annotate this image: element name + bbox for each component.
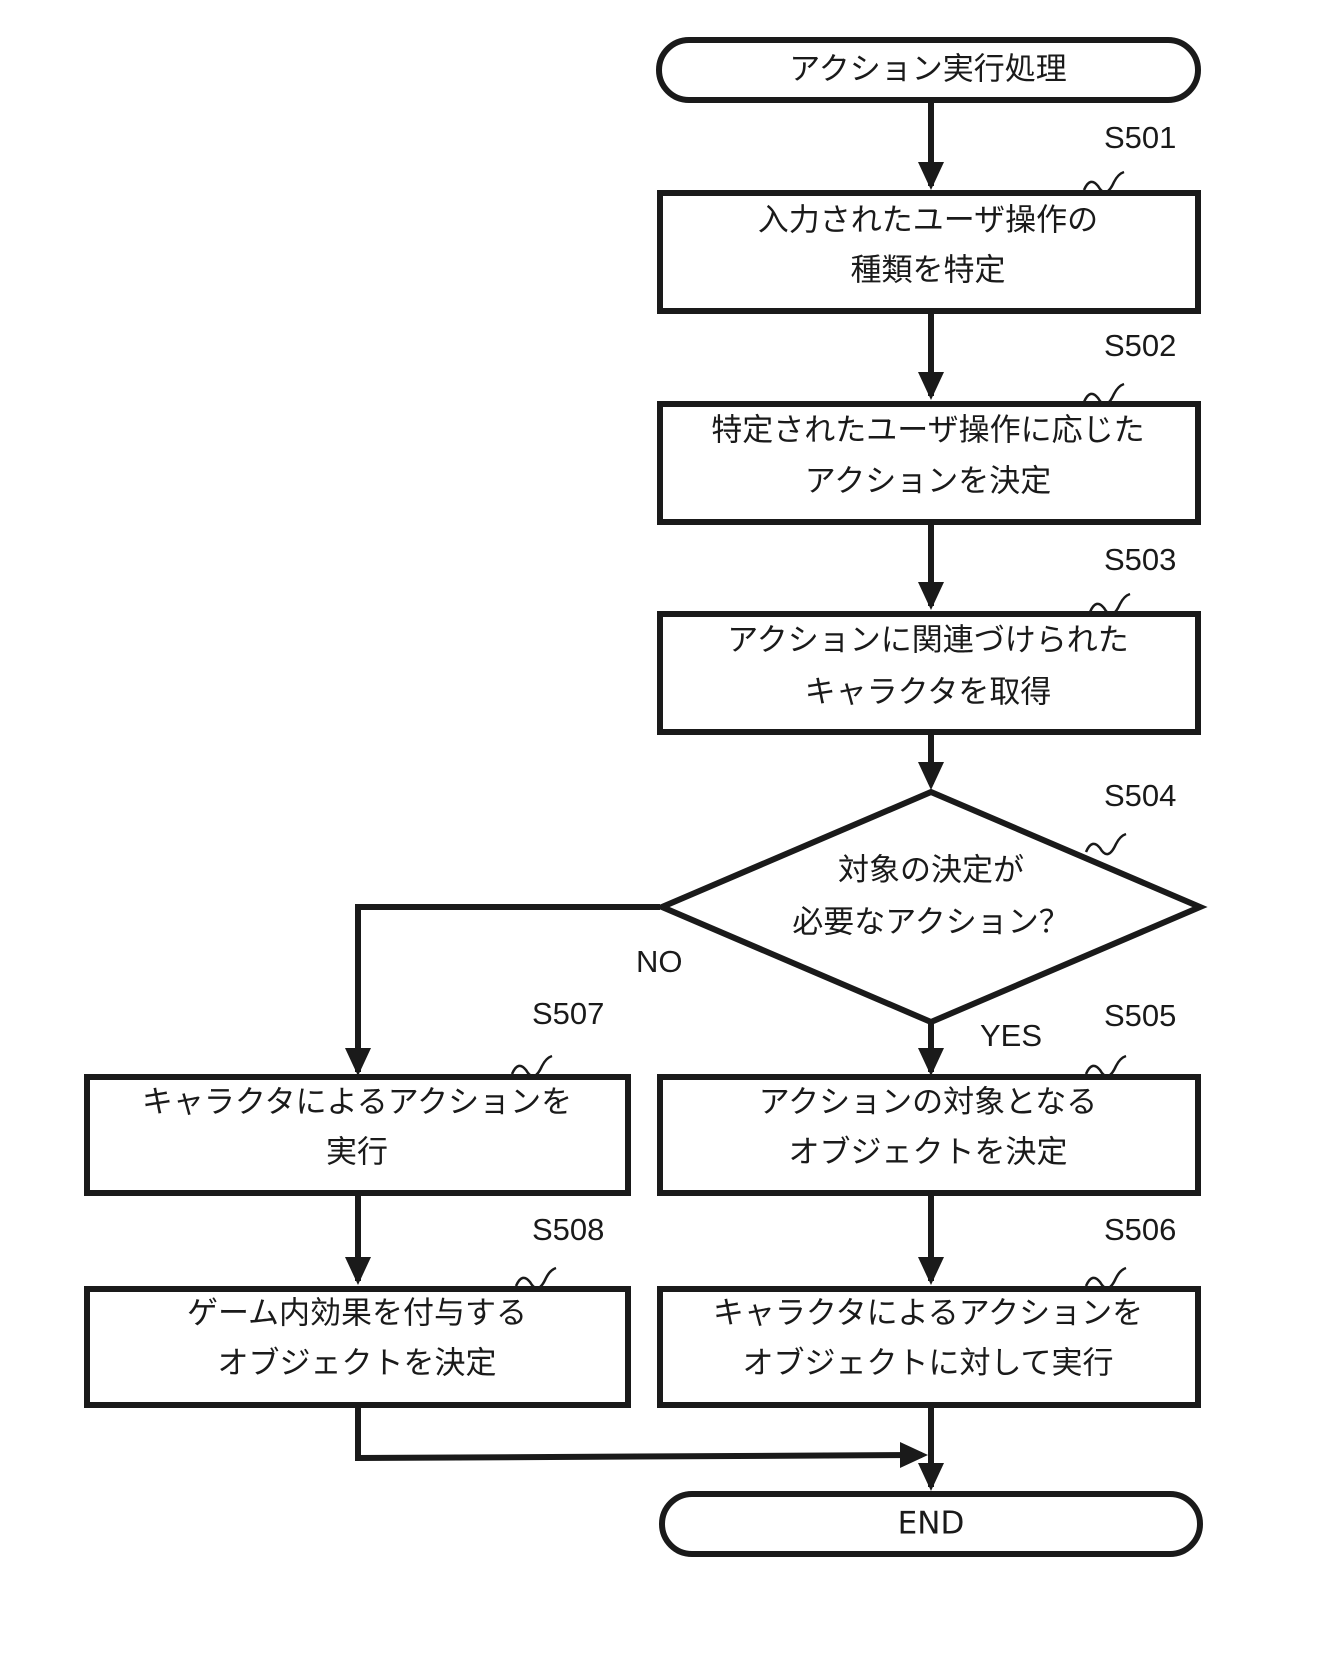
s501-step-label: S501 [1104,120,1176,155]
s508-step-label: S508 [532,1212,604,1247]
arrowhead [345,1257,371,1285]
s502-line-1: 特定されたユーザ操作に応じた [711,413,1144,449]
s508-squiggle [514,1266,557,1290]
arrowhead [918,762,944,790]
s503-squiggle [1088,592,1131,616]
arrowhead [918,1048,944,1076]
s504-line-2: 必要なアクション？ [792,905,1069,941]
arrowhead [918,372,944,400]
s507-line-2: 実行 [326,1135,388,1171]
process-s502: 特定されたユーザ操作に応じた アクションを決定 [657,401,1201,525]
s505-step-label: S505 [1104,998,1176,1033]
end-terminator: END [659,1491,1203,1557]
s504-line-1: 対象の決定が [838,853,1024,889]
process-s503: アクションに関連づけられた キャラクタを取得 [657,611,1201,735]
s505-line-2: オブジェクトを決定 [789,1135,1068,1171]
s501-line-2: 種類を特定 [851,253,1006,289]
s501-line-1: 入力されたユーザ操作の [758,203,1098,239]
end-label: END [898,1506,965,1542]
s503-line-2: キャラクタを取得 [805,675,1052,711]
s501-squiggle [1082,170,1125,194]
process-s506: キャラクタによるアクションを オブジェクトに対して実行 [657,1286,1201,1408]
arrowhead [345,1048,371,1076]
arrowhead [900,1442,928,1468]
decision-s504: 対象の決定が 必要なアクション？ [654,788,1208,1026]
s507-step-label: S507 [532,996,604,1031]
connectors [345,100,944,1491]
s505-line-1: アクションの対象となる [759,1085,1098,1121]
no-branch-label: NO [636,944,683,979]
s502-line-2: アクションを決定 [805,464,1051,500]
arrowhead [918,582,944,610]
yes-branch-label: YES [980,1018,1042,1053]
start-label: アクション実行処理 [789,52,1066,88]
process-s508: ゲーム内効果を付与する オブジェクトを決定 [84,1286,631,1408]
process-s505: アクションの対象となる オブジェクトを決定 [657,1074,1201,1196]
start-terminator: アクション実行処理 [656,37,1201,103]
s502-squiggle [1082,382,1125,406]
arrow-s508-to-end [355,1405,923,1462]
arrowhead [918,1257,944,1285]
s504-squiggle [1084,832,1127,856]
s508-line-1: ゲーム内効果を付与する [187,1296,527,1332]
s503-line-1: アクションに関連づけられた [727,623,1128,659]
s506-line-2: オブジェクトに対して実行 [742,1346,1113,1382]
s507-line-1: キャラクタによるアクションを [142,1085,572,1121]
arrowhead [918,162,944,190]
arrow-s504-no-to-s507 [355,904,660,1072]
s505-squiggle [1084,1054,1127,1078]
s508-line-2: オブジェクトを決定 [218,1346,497,1382]
s507-squiggle [510,1054,553,1078]
s506-squiggle [1084,1266,1127,1290]
process-s501: 入力されたユーザ操作の 種類を特定 [657,190,1201,314]
s504-step-label: S504 [1104,778,1176,813]
process-s507: キャラクタによるアクションを 実行 [84,1074,631,1196]
s503-step-label: S503 [1104,542,1176,577]
s502-step-label: S502 [1104,328,1176,363]
s506-line-1: キャラクタによるアクションを [713,1296,1143,1332]
arrowhead [918,1463,944,1491]
s506-step-label: S506 [1104,1212,1176,1247]
